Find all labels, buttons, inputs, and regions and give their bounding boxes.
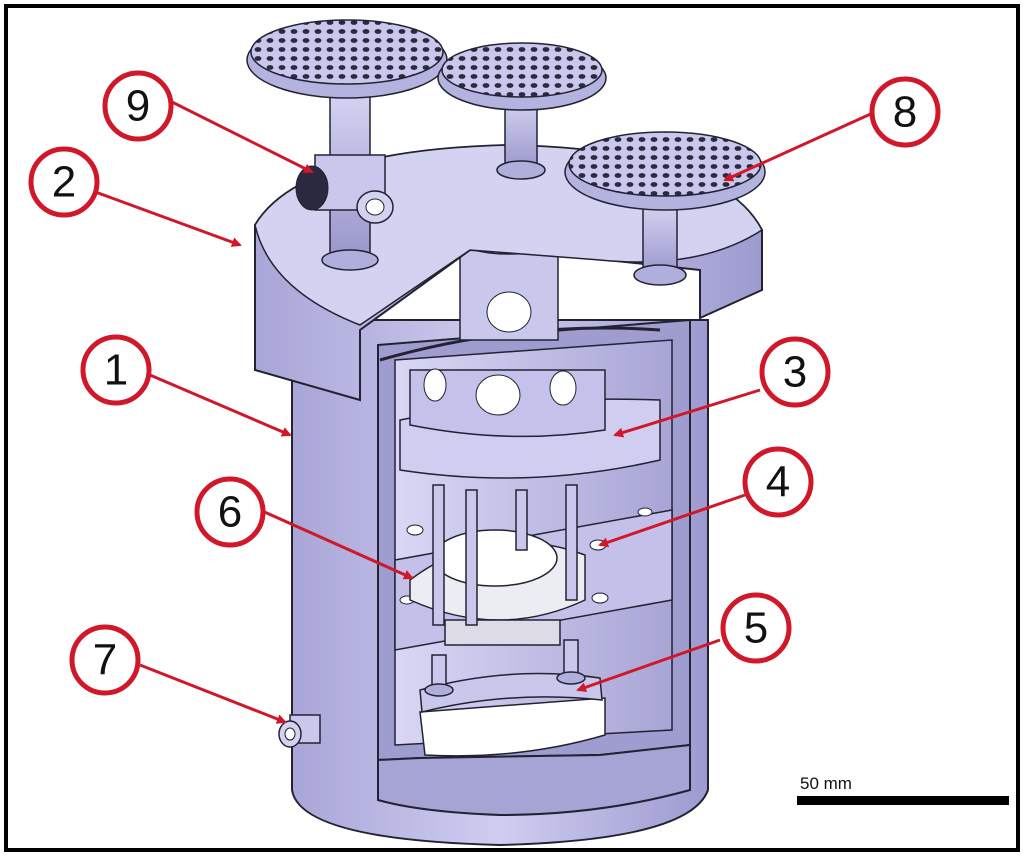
callout-label-1: 1	[104, 346, 128, 395]
plate-hole	[406, 524, 424, 536]
sample-ring-base	[444, 619, 561, 646]
callout-circles: 9 2 1 6 7 8 3 4	[28, 70, 941, 696]
callout-7: 7	[69, 624, 141, 696]
bottom-opening	[419, 697, 606, 757]
column-hole	[475, 374, 521, 416]
callout-label-2: 2	[52, 158, 76, 207]
callout-5: 5	[720, 592, 792, 664]
column-hole	[423, 368, 447, 402]
knob-stem-left-base	[321, 249, 379, 271]
callout-9: 9	[102, 70, 174, 142]
inner-tube-hole	[486, 291, 532, 333]
callout-label-3: 3	[783, 348, 807, 397]
callout-arrow-7	[139, 663, 287, 724]
support-rod	[465, 489, 478, 626]
valve-port-opening	[365, 198, 385, 216]
knob-stem-middle-base	[496, 160, 546, 180]
support-rod	[432, 484, 445, 626]
callout-6: 6	[194, 476, 266, 548]
callout-label-8: 8	[893, 88, 917, 137]
valve-knurled-knob	[295, 165, 329, 211]
scale-bar: 50 mm	[797, 774, 1009, 805]
callout-arrow-4	[598, 493, 746, 548]
callout-label-6: 6	[218, 488, 242, 537]
callout-arrow-5	[576, 638, 721, 693]
knob-head-middle	[437, 42, 607, 111]
callout-arrow-6	[259, 508, 414, 580]
plate-hole	[637, 507, 653, 517]
callout-label-4: 4	[766, 458, 790, 507]
bottom-plate-section	[377, 743, 691, 817]
callout-8: 8	[869, 76, 941, 148]
callout-label-7: 7	[93, 636, 117, 685]
support-rod	[565, 484, 578, 601]
lower-post-right-base	[556, 671, 586, 685]
callout-label-5: 5	[744, 604, 768, 653]
plate-hole	[591, 592, 609, 604]
callout-arrow-1	[149, 373, 292, 437]
image-border	[4, 4, 1020, 852]
lower-plate	[419, 672, 603, 713]
lower-post-left-base	[424, 683, 454, 697]
support-rod	[515, 489, 528, 551]
callout-arrows	[89, 88, 876, 724]
callout-1: 1	[80, 334, 152, 406]
callout-arrow-8	[723, 110, 876, 182]
callout-3: 3	[759, 336, 831, 408]
knob-stem-right-base	[633, 264, 687, 286]
scale-bar-line	[797, 796, 1009, 805]
sample-ring-opening	[432, 529, 558, 587]
callout-arrow-2	[89, 188, 242, 247]
side-port-opening	[284, 727, 296, 741]
knob-head-right	[564, 131, 766, 211]
callout-label-9: 9	[126, 82, 150, 131]
column-hole	[549, 370, 577, 406]
knob-stem-right	[642, 199, 678, 276]
callout-arrow-9	[147, 88, 314, 174]
callout-4: 4	[742, 446, 814, 518]
callout-arrow-3	[613, 388, 761, 438]
apparatus	[246, 19, 766, 847]
scale-bar-label: 50 mm	[800, 774, 852, 793]
callout-2: 2	[28, 146, 100, 218]
knob-head-left	[246, 19, 448, 99]
